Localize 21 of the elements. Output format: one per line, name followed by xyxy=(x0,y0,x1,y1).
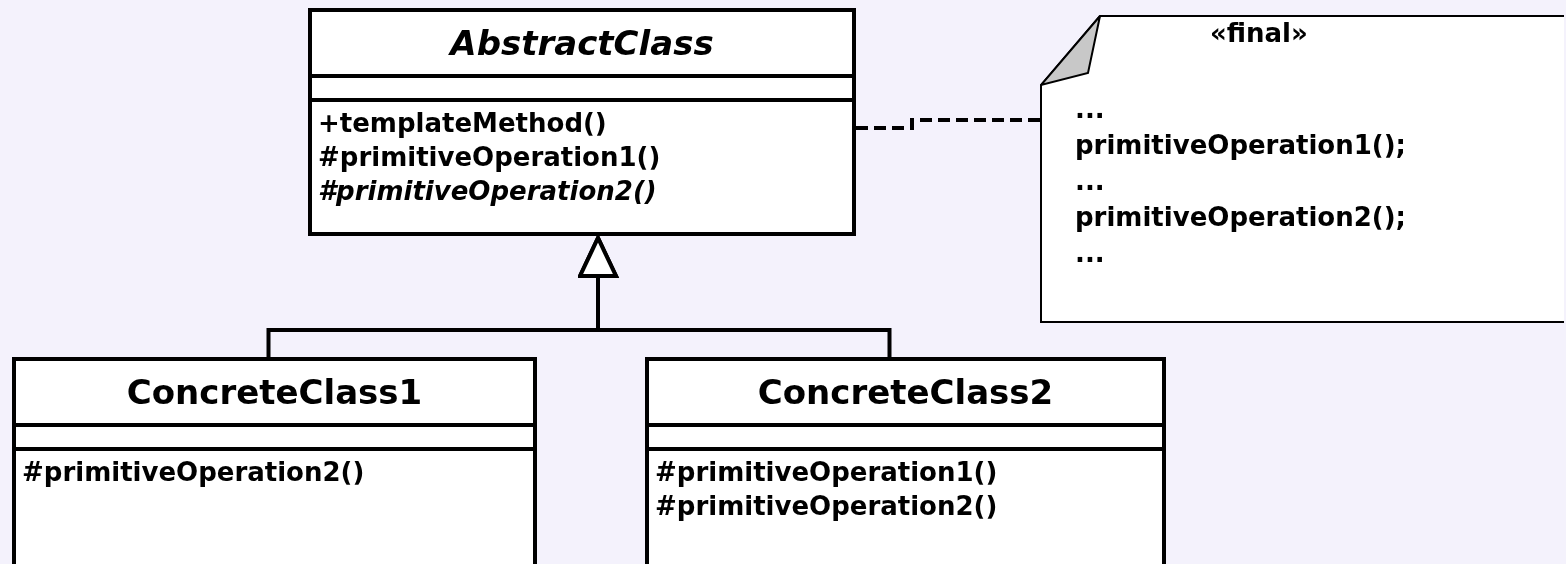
code-line: ... xyxy=(1075,237,1105,270)
code-line: ... xyxy=(1075,165,1105,198)
operation-text: #primitiveOperation2() xyxy=(22,456,366,489)
code-line: primitiveOperation2(); xyxy=(1075,201,1406,234)
class-name: ConcreteClass1 xyxy=(125,371,424,414)
class-box xyxy=(12,357,537,564)
operation-text: +templateMethod() xyxy=(318,107,608,140)
note-connector xyxy=(856,118,1040,130)
code-line: ... xyxy=(1075,93,1105,126)
stereotype-label: «final» xyxy=(1209,17,1308,50)
class-box xyxy=(645,357,1166,564)
operation-text: #primitiveOperation1() xyxy=(318,141,662,174)
operation-text: #primitiveOperation2() xyxy=(655,490,999,523)
note-box xyxy=(1040,15,1564,323)
operation-text: #primitiveOperation1() xyxy=(655,456,999,489)
operation-text: #primitiveOperation2() xyxy=(318,175,658,208)
generalization-arrow xyxy=(578,236,892,357)
class-box xyxy=(308,8,856,236)
code-line: primitiveOperation1(); xyxy=(1075,129,1406,162)
class-name: ConcreteClass2 xyxy=(756,371,1055,414)
class-name: AbstractClass xyxy=(447,22,715,65)
